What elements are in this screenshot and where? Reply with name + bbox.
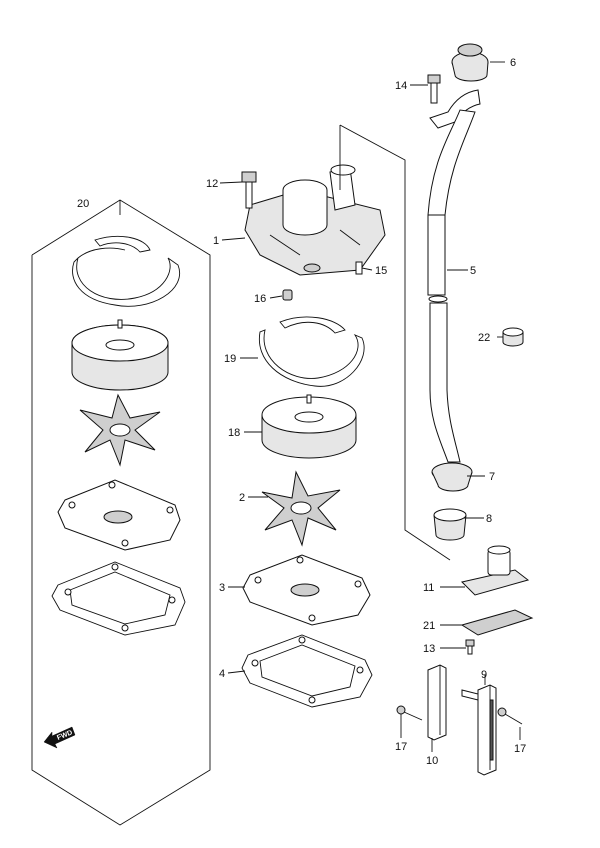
callout-labels: 20 12 1 15 16 19 18 2 3 4 6 14 5 22 7 8 … (77, 57, 526, 767)
gasket-4 (241, 634, 373, 708)
callout-13: 13 (423, 643, 435, 655)
callout-1: 1 (213, 235, 219, 247)
kit-impeller (79, 393, 161, 467)
callout-6: 6 (510, 57, 516, 69)
callout-3: 3 (219, 582, 225, 594)
anode-block-9 (461, 684, 497, 776)
screen-21 (460, 609, 534, 636)
callout-2: 2 (239, 492, 245, 504)
plug-22 (502, 327, 524, 347)
key-16 (282, 289, 293, 301)
callout-4: 4 (219, 668, 225, 680)
impeller-cup-18 (261, 394, 357, 459)
liner-ring-19 (258, 316, 365, 387)
screw-13 (465, 639, 475, 655)
kit-impeller-cup (71, 319, 169, 391)
grommet-7 (431, 462, 473, 492)
callout-19: 19 (224, 353, 236, 365)
kit-plate (57, 479, 181, 551)
water-tube-5 (427, 89, 481, 463)
callout-12: 12 (206, 178, 218, 190)
callout-15: 15 (375, 265, 387, 277)
leader-lines (219, 61, 521, 752)
callout-14: 14 (395, 80, 407, 92)
callout-5: 5 (470, 265, 476, 277)
outlet-11 (461, 545, 530, 596)
bolt-12 (241, 171, 257, 209)
callout-11: 11 (423, 582, 434, 594)
callout-21: 21 (423, 620, 435, 632)
grommet-6 (451, 43, 489, 82)
callout-10: 10 (426, 755, 438, 767)
kit-gasket-ring (72, 235, 181, 307)
housing-outline (339, 124, 451, 561)
pin-15 (355, 261, 363, 275)
callout-18: 18 (228, 427, 240, 439)
callout-17-left: 17 (395, 741, 407, 753)
callout-8: 8 (486, 513, 492, 525)
seal-8 (433, 508, 467, 541)
impeller-2 (261, 470, 341, 547)
bolt-14 (427, 74, 441, 104)
kit-gasket (51, 561, 186, 636)
forward-arrow-icon: FWD (43, 726, 76, 749)
anode-block-10 (427, 664, 447, 741)
kit-frame-20 (31, 199, 211, 826)
callout-22: 22 (478, 332, 490, 344)
fwd-badge-text: FWD (56, 729, 73, 741)
callout-7: 7 (489, 471, 495, 483)
callout-17-right: 17 (514, 743, 526, 755)
screw-17-right (497, 707, 523, 725)
plate-3 (242, 554, 371, 626)
callout-20: 20 (77, 198, 89, 210)
pump-case-1 (244, 164, 386, 276)
callout-16: 16 (254, 293, 266, 305)
callout-9: 9 (481, 669, 487, 681)
